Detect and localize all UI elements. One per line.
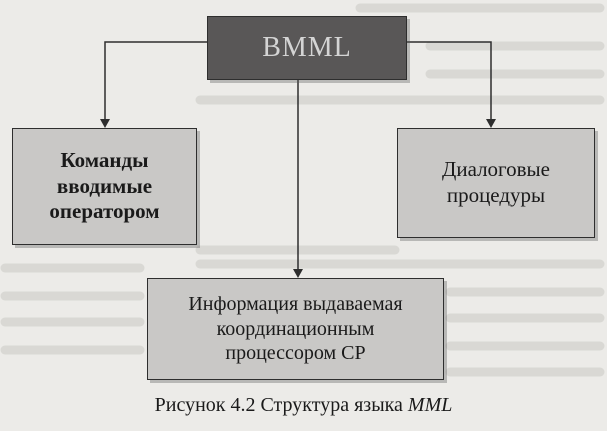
- connector-root-to-left: [104, 41, 207, 126]
- figure-caption: Рисунок 4.2 Структура языка MML: [0, 394, 607, 417]
- dialog-procedures-label: Диалоговые процедуры: [442, 157, 550, 207]
- figure-caption-text: Рисунок 4.2 Структура языка: [154, 394, 408, 416]
- processor-output-label: Информация выдаваемая координационным пр…: [188, 293, 403, 365]
- processor-output-box: Информация выдаваемая координационным пр…: [147, 278, 444, 380]
- figure-caption-emphasis: MML: [407, 394, 453, 416]
- mml-root-box: ВММL: [207, 16, 407, 80]
- operator-commands-box: Команды вводимые оператором: [12, 128, 197, 245]
- arrowhead-bottom: [293, 269, 303, 278]
- connector-root-to-right: [407, 41, 492, 126]
- operator-commands-label: Команды вводимые оператором: [49, 148, 160, 224]
- mml-root-label: ВММL: [262, 31, 352, 63]
- arrowhead-right: [486, 119, 496, 128]
- dialog-procedures-box: Диалоговые процедуры: [397, 128, 595, 238]
- arrowhead-left: [100, 119, 110, 128]
